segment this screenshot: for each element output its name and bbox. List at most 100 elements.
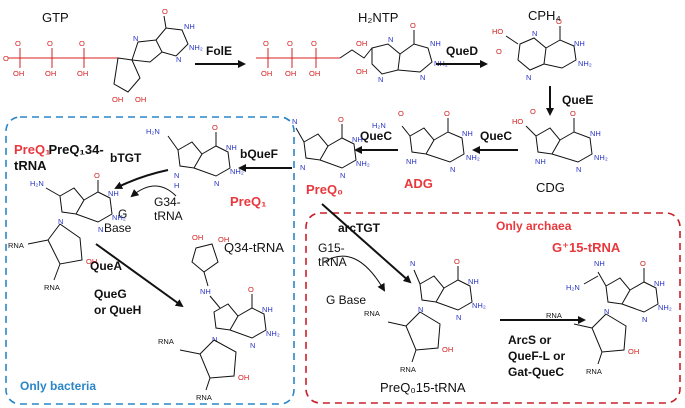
svg-text:N: N <box>420 73 425 82</box>
svg-text:OH: OH <box>356 67 367 76</box>
svg-text:NH: NH <box>200 287 211 296</box>
svg-text:N: N <box>98 225 103 234</box>
cdg-label: CDG <box>536 180 565 195</box>
svg-text:O: O <box>530 107 536 116</box>
svg-text:N: N <box>250 341 255 350</box>
svg-text:HO: HO <box>492 27 503 36</box>
bacteria-box-label: Only bacteria <box>20 379 96 393</box>
svg-text:O: O <box>398 109 404 118</box>
svg-text:N: N <box>300 163 305 172</box>
svg-text:OH: OH <box>285 69 296 78</box>
svg-text:NH: NH <box>462 129 473 138</box>
svg-text:N: N <box>174 171 179 180</box>
svg-text:RNA: RNA <box>546 311 562 320</box>
svg-text:NH₂: NH₂ <box>658 303 672 312</box>
btgt-arrow <box>114 169 169 189</box>
svg-text:O: O <box>556 17 562 26</box>
arctgt-arrow <box>321 203 412 284</box>
arctgt-label: arcTGT <box>338 221 381 235</box>
svg-text:O: O <box>263 39 269 48</box>
svg-text:O: O <box>162 7 168 16</box>
svg-text:N: N <box>450 165 455 174</box>
svg-text:N: N <box>58 217 63 226</box>
fole-label: FolE <box>206 44 232 58</box>
btgt-label: bTGT <box>110 151 142 165</box>
svg-text:N: N <box>604 307 609 316</box>
g-plus-label: G⁺15-tRNA <box>552 240 621 255</box>
svg-text:N: N <box>292 117 297 126</box>
svg-text:RNA: RNA <box>400 365 416 374</box>
svg-text:N: N <box>214 179 219 188</box>
svg-text:OH: OH <box>13 69 24 78</box>
svg-text:OH: OH <box>112 95 123 104</box>
svg-text:O: O <box>444 109 450 118</box>
preq0-structure: O N NH NH₂ N N <box>292 115 370 180</box>
svg-text:O: O <box>454 257 460 266</box>
quee-label: QueE <box>562 93 593 107</box>
svg-text:N: N <box>642 315 647 324</box>
svg-text:N: N <box>526 73 531 82</box>
svg-text:NH₂: NH₂ <box>112 213 126 222</box>
svg-text:O: O <box>287 39 293 48</box>
svg-text:N: N <box>576 165 581 174</box>
svg-text:NH₂: NH₂ <box>189 43 203 52</box>
svg-text:O: O <box>79 39 85 48</box>
svg-text:N: N <box>378 75 383 84</box>
btgt-side-arrow <box>130 185 177 198</box>
svg-text:HO: HO <box>512 117 523 126</box>
svg-text:NH₂: NH₂ <box>356 159 370 168</box>
gtp-label: GTP <box>42 10 69 25</box>
svg-text:NH₂: NH₂ <box>266 329 280 338</box>
svg-text:N: N <box>456 313 461 322</box>
svg-text:O: O <box>94 171 100 180</box>
cph4-label: CPH₄ <box>528 8 561 23</box>
svg-text:N: N <box>340 171 345 180</box>
svg-text:OH: OH <box>192 233 203 242</box>
h2ntp-label: H₂NTP <box>358 10 398 25</box>
svg-text:OH: OH <box>309 69 320 78</box>
svg-text:H₂N: H₂N <box>566 283 580 292</box>
svg-text:RNA: RNA <box>364 309 380 318</box>
arcs-label-b: QueF-L or <box>508 349 565 363</box>
svg-text:OH: OH <box>218 235 229 244</box>
svg-text:O: O <box>15 39 21 48</box>
svg-text:NH: NH <box>352 135 363 144</box>
g15-label-b: tRNA <box>318 255 347 269</box>
svg-text:NH: NH <box>184 22 195 31</box>
adg-label: ADG <box>404 176 433 191</box>
svg-text:OH: OH <box>442 345 453 354</box>
svg-text:N: N <box>410 259 415 268</box>
svg-text:RNA: RNA <box>586 367 602 376</box>
g15-label-a: G15- <box>318 241 345 255</box>
svg-text:OH: OH <box>356 39 367 48</box>
svg-text:OH: OH <box>77 69 88 78</box>
arcs-label-c: Gat-QueC <box>508 365 564 379</box>
svg-text:H₂N: H₂N <box>372 121 386 130</box>
svg-text:NH: NH <box>468 277 479 286</box>
g-base-label-a: G <box>118 207 127 221</box>
cph4-structure: O HO O NH NH₂ N N <box>492 17 592 82</box>
svg-text:O: O <box>311 39 317 48</box>
svg-text:OH: OH <box>45 69 56 78</box>
bacteria-box <box>5 116 295 405</box>
preq0-label: PreQ₀ <box>306 182 343 197</box>
g-base-label-b: Base <box>104 221 132 235</box>
quec2-label: QueC <box>360 129 392 143</box>
queg-label-b: or QueH <box>94 303 141 317</box>
svg-text:NH₂: NH₂ <box>594 153 608 162</box>
svg-text:NH: NH <box>108 189 119 198</box>
svg-text:OH: OH <box>135 95 146 104</box>
svg-text:NH: NH <box>226 143 237 152</box>
preq1-trna-structure: O H₂N NH NH₂ N N RNA OH RNA <box>8 171 126 292</box>
archaea-box-label: Only archaea <box>496 219 572 233</box>
svg-text:H₂N: H₂N <box>30 179 44 188</box>
svg-text:O: O <box>338 115 344 124</box>
cdg-structure: O HO O NH NH₂ N NH <box>512 107 608 174</box>
preq1-trna-label-b: tRNA <box>14 158 47 173</box>
bquef-label: bQueF <box>240 147 278 161</box>
svg-text:O: O <box>248 285 254 294</box>
preq1-label: PreQ₁ <box>230 194 266 209</box>
g-plus-structure: O NH H₂N NH NH₂ N N RNA OH RNA <box>546 259 672 376</box>
